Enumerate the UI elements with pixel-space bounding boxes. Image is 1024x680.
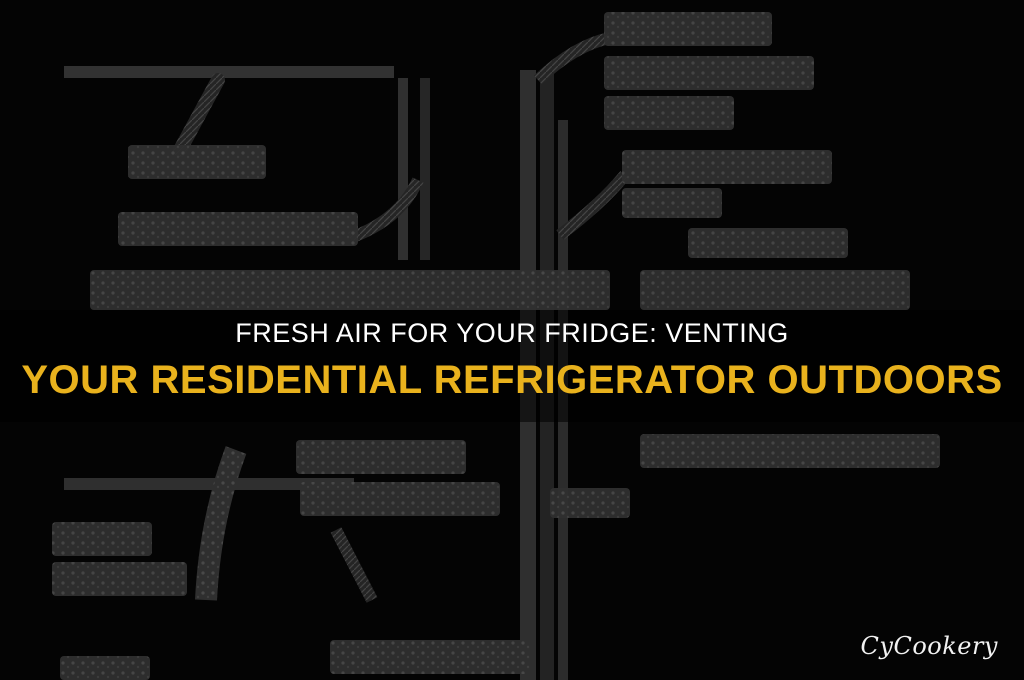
diagram-leader-4 xyxy=(556,171,630,240)
diagram-label-blocks xyxy=(52,12,940,680)
headline-line-2: YOUR RESIDENTIAL REFRIGERATOR OUTDOORS xyxy=(21,358,1003,402)
diagram-pipe-left-a xyxy=(398,78,408,260)
headline-line-1: FRESH AIR FOR YOUR FRIDGE: VENTING xyxy=(235,318,789,348)
diagram-leader-5 xyxy=(195,446,247,601)
diagram-leader-1 xyxy=(173,73,225,157)
diagram-leader-6 xyxy=(330,527,378,603)
diagram-beam-top-left xyxy=(64,66,394,78)
diagram-leader-3 xyxy=(533,32,612,85)
diagram-beam-bottom-left xyxy=(64,478,354,490)
headline-band xyxy=(0,310,1024,422)
brand-watermark: CyCookery xyxy=(860,632,998,660)
diagram-leader-2 xyxy=(347,177,424,244)
diagram-pipe-left-b xyxy=(420,78,430,260)
